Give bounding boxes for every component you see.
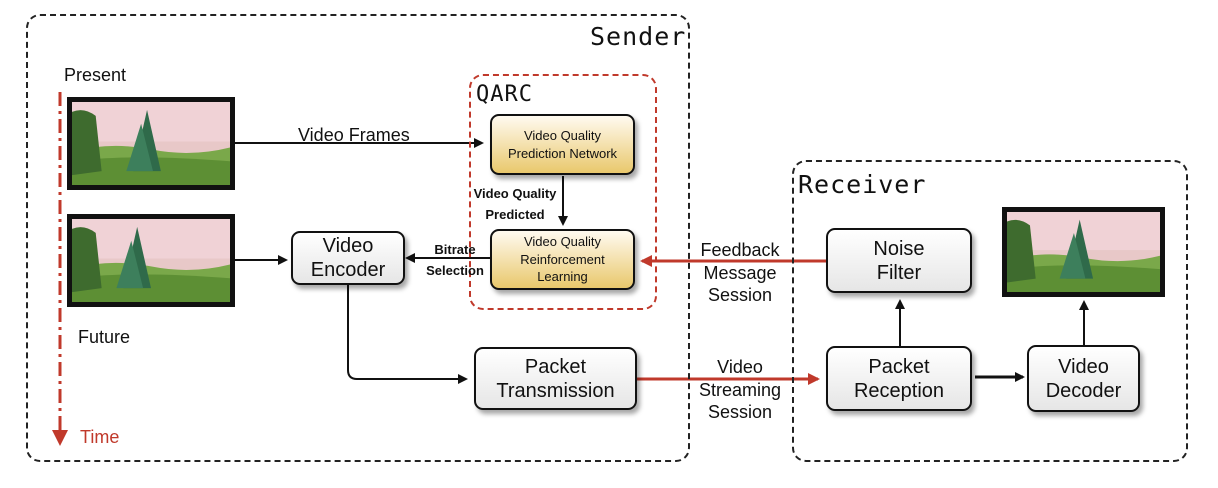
receiver-group [792, 160, 1188, 462]
sender-title: Sender [590, 22, 687, 51]
present-label: Present [64, 65, 127, 85]
video-decoder-box: Video Decoder [1027, 345, 1140, 412]
video-quality-reinforcement-learning-box: Video Quality Reinforcement Learning [490, 229, 635, 290]
time-label: Time [80, 427, 120, 447]
present-frame-thumbnail [67, 97, 235, 190]
feedback-message-session-label: Feedback Message Session [700, 240, 780, 305]
packet-reception-box: Packet Reception [826, 346, 972, 411]
encoder-to-transmission-arrow [347, 285, 468, 384]
landscape-video-frame-icon [72, 219, 230, 302]
video-frames-label: Video Frames [298, 125, 410, 145]
video-quality-predicted-label: Video Quality Predicted [473, 186, 557, 222]
qarc-group [469, 74, 657, 310]
landscape-video-frame-icon [1007, 212, 1160, 292]
time-axis-arrowhead [52, 430, 68, 446]
sender-group [26, 14, 690, 462]
bitrate-selection-label: Bitrate Selection [426, 242, 484, 278]
future-frame-thumbnail [67, 214, 235, 307]
future-label: Future [78, 327, 131, 347]
landscape-video-frame-icon [72, 102, 230, 185]
receiver-title: Receiver [798, 170, 927, 199]
packet-transmission-box: Packet Transmission [474, 347, 637, 410]
qarc-title: QARC [476, 82, 533, 107]
output-frame-thumbnail [1002, 207, 1165, 297]
noise-filter-box: Noise Filter [826, 228, 972, 293]
video-streaming-session-label: Video Streaming Session [698, 357, 782, 422]
video-quality-prediction-network-box: Video Quality Prediction Network [490, 114, 635, 175]
video-encoder-box: Video Encoder [291, 231, 405, 285]
